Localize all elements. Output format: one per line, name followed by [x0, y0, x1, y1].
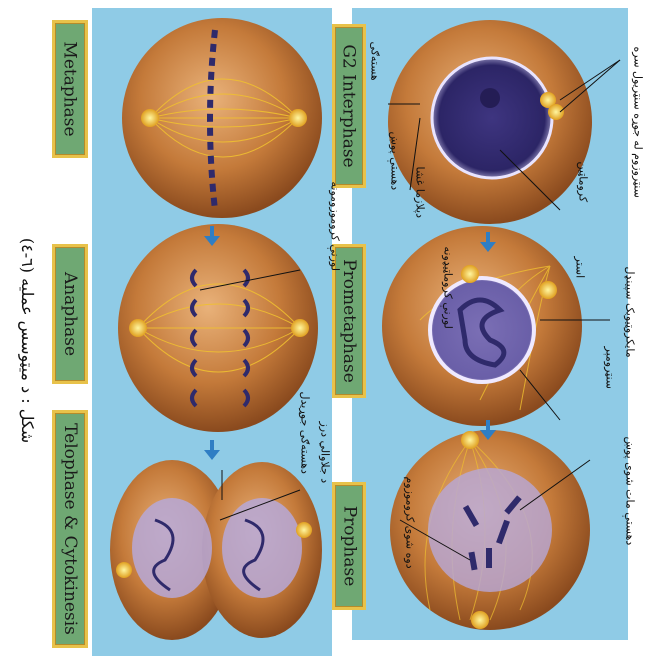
- figure-caption: (٦-٤) شکل : د ميټوسس عمليه: [8, 180, 48, 500]
- label-centrosomes: سنټروزوم له جوړه سنټريول سره: [548, 130, 663, 146]
- nucleolus-dot: [480, 88, 500, 108]
- stage-prometaphase-label: Prometaphase: [339, 259, 359, 383]
- telophase-cell: [110, 460, 322, 640]
- label-forming-nucleolus: دهسته‌ګی جوړيدل: [250, 440, 360, 456]
- label-kinetochore: لورنې کروماټيډونه: [388, 300, 508, 316]
- label-nucleolus: هسته‌ګی: [340, 70, 410, 86]
- stage-metaphase: Metaphase: [52, 20, 88, 158]
- stage-interphase-label: G2 Interphase: [339, 44, 359, 167]
- stage-anaphase: Anaphase: [52, 244, 88, 384]
- prophase-cell: [390, 430, 590, 630]
- label-cleavage-furrow: د جلاوالي درز: [270, 470, 380, 486]
- label-centromere: سنټرومېر: [570, 380, 650, 396]
- stage-telophase-label: Telophase & Cytokinesis: [60, 423, 80, 635]
- stage-telophase: Telophase & Cytokinesis: [52, 410, 88, 648]
- label-broken-envelope: دهستې مات شوی پوښ: [560, 500, 663, 516]
- metaphase-cell: [122, 18, 322, 218]
- label-plasma-membrane: دپلازما غشا: [380, 200, 460, 216]
- centriole: [548, 104, 564, 120]
- label-aster: استر: [560, 270, 600, 286]
- stage-anaphase-label: Anaphase: [60, 272, 80, 356]
- prometaphase-cell: [382, 226, 582, 426]
- label-daughter-chromosomes: لورنې کروموزومونه: [270, 240, 400, 256]
- stage-metaphase-label: Metaphase: [60, 41, 80, 136]
- label-duplicated-chromosome: دوه شوی کروموزوم: [340, 540, 480, 556]
- label-chromatin: کروماټين: [548, 190, 618, 206]
- label-spindle: مايکروټيوبک سپينډل: [570, 320, 663, 336]
